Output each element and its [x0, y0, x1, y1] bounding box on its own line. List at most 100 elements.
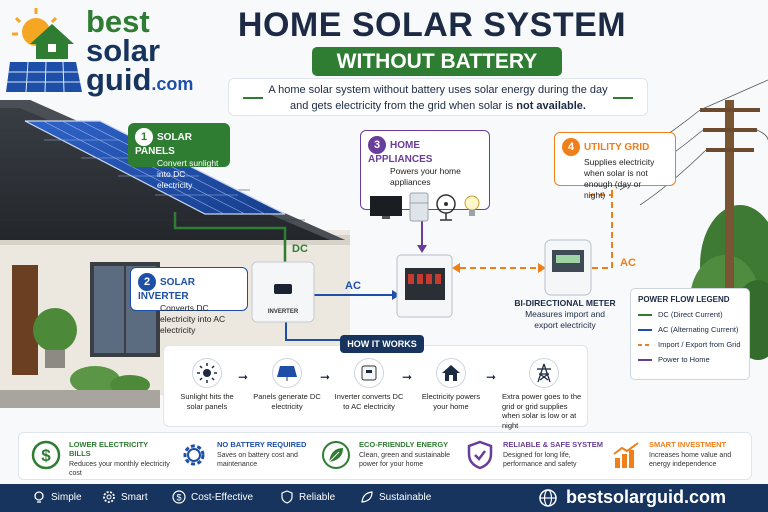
- legend-label-grid: Import / Export from Grid: [658, 340, 741, 349]
- arrow-right-icon: ➞: [320, 370, 331, 384]
- benefit-smart-investment-desc: Increases home value and energy independ…: [649, 452, 732, 468]
- logo-word-guid-text: guid: [86, 62, 152, 97]
- how-it-works-panel: Sunlight hits the solar panels ➞ Panels …: [163, 345, 588, 430]
- benefit-lower-bills-desc: Reduces your monthly electricity cost: [69, 461, 170, 477]
- inverter-icon: [354, 358, 384, 388]
- footer-bar: Simple Smart $Cost-Effective Reliable Su…: [0, 484, 768, 512]
- sun-icon: [192, 358, 222, 388]
- logo-word-guid: guid.com: [86, 64, 193, 98]
- dollar-icon: $: [172, 490, 186, 504]
- callout-number: 2: [138, 273, 156, 291]
- how-it-works-title: HOW IT WORKS: [340, 335, 424, 353]
- leaf-icon: [361, 491, 373, 503]
- fan-icon: [436, 194, 456, 221]
- callout-solar-panels-text: Convert sunlight into DC electricity: [157, 158, 219, 190]
- legend-item-home: Power to Home: [638, 355, 742, 364]
- logo[interactable]: best solar guid.com: [6, 4, 216, 96]
- step-home-text: Electricity powers your home: [421, 392, 481, 411]
- legend-swatch-ac: [638, 328, 652, 331]
- chart-icon: [613, 442, 639, 468]
- gear-icon: [103, 491, 115, 503]
- legend-item-grid: Import / Export from Grid: [638, 340, 742, 349]
- ac-label-grid: AC: [620, 257, 636, 269]
- benefit-no-battery: NO BATTERY REQUIRED Saves on battery cost…: [179, 438, 319, 478]
- benefit-no-battery-title: NO BATTERY REQUIRED: [217, 440, 307, 449]
- feature-sustainable-label: Sustainable: [379, 491, 432, 503]
- intro-line-1: A home solar system without battery uses…: [268, 84, 608, 96]
- step-panels-text: Panels generate DC electricity: [253, 392, 321, 411]
- svg-text:$: $: [41, 446, 51, 465]
- dc-label: DC: [292, 243, 308, 255]
- solar-panel-icon: [272, 358, 302, 388]
- logo-house-sun-icon: [6, 8, 82, 93]
- bulb-icon: [34, 491, 44, 503]
- intro-line-2-text: and gets electricity from the grid when …: [290, 100, 517, 112]
- tv-icon: [370, 196, 402, 219]
- benefit-no-battery-desc: Saves on battery cost and maintenance: [217, 452, 298, 468]
- intro-dash-left: [243, 97, 263, 99]
- intro-line-2: and gets electricity from the grid when …: [229, 98, 647, 114]
- step-inverter: Inverter converts DC to AC electricity: [334, 358, 404, 411]
- shield-icon: [467, 440, 493, 470]
- step-panels: Panels generate DC electricity: [252, 358, 322, 411]
- callout-solar-inverter-text: Converts DC electricity into AC electric…: [160, 303, 226, 335]
- globe-icon: [539, 488, 557, 507]
- ac-label-inverter: AC: [345, 280, 361, 292]
- page-subtitle: WITHOUT BATTERY: [312, 47, 562, 76]
- logo-word-solar: solar: [86, 33, 161, 68]
- page-title: HOME SOLAR SYSTEM: [237, 6, 627, 44]
- svg-text:$: $: [176, 493, 181, 503]
- power-flow-legend: POWER FLOW LEGEND DC (Direct Current) AC…: [630, 288, 750, 380]
- meter-title: BI-DIRECTIONAL METER: [514, 298, 616, 308]
- feature-reliable-label: Reliable: [299, 491, 336, 503]
- inverter-label: INVERTER: [267, 309, 299, 315]
- power-tower-icon: [529, 358, 559, 388]
- step-grid-text: Extra power goes to the grid or grid sup…: [502, 392, 582, 430]
- step-sunlight-text: Sunlight hits the solar panels: [180, 392, 234, 411]
- legend-label-dc: DC (Direct Current): [658, 310, 723, 319]
- callout-solar-inverter-title-text: SOLAR INVERTER: [138, 277, 195, 302]
- feature-reliable: Reliable: [280, 490, 335, 504]
- benefit-smart-investment-title: SMART INVESTMENT: [649, 440, 727, 449]
- bi-directional-meter-device: [544, 239, 592, 296]
- lightbulb-icon: [464, 195, 480, 216]
- benefit-reliable-desc: Designed for long life, performance and …: [503, 452, 577, 468]
- appliances-icons: [370, 192, 480, 222]
- intro-line-2-bold: not available.: [516, 100, 586, 112]
- shield-icon: [281, 490, 293, 504]
- logo-word-best: best: [86, 4, 150, 39]
- breaker-panel: [396, 254, 453, 318]
- feature-simple-label: Simple: [51, 491, 82, 503]
- feature-sustainable: Sustainable: [360, 490, 431, 504]
- intro-box: A home solar system without battery uses…: [228, 78, 648, 116]
- legend-label-ac: AC (Alternating Current): [658, 325, 739, 334]
- benefit-no-battery-text: NO BATTERY REQUIRED Saves on battery cost…: [217, 440, 319, 469]
- solar-panel-array: [24, 120, 286, 215]
- meter-caption: BI-DIRECTIONAL METER Measures import and…: [500, 298, 630, 331]
- website-link[interactable]: bestsolarguid.com: [538, 487, 726, 508]
- benefit-eco-friendly-desc: Clean, green and sustainable power for y…: [359, 452, 451, 468]
- benefit-smart-investment-text: SMART INVESTMENT Increases home value and…: [649, 440, 751, 469]
- legend-swatch-grid: [638, 343, 652, 346]
- arrow-right-icon: ➞: [486, 370, 497, 384]
- callout-number: 1: [135, 128, 153, 146]
- step-inverter-text: Inverter converts DC to AC electricity: [334, 392, 404, 411]
- leaf-icon: [322, 441, 350, 469]
- legend-title: POWER FLOW LEGEND: [638, 295, 730, 304]
- feature-simple: Simple: [32, 490, 82, 504]
- step-grid: Extra power goes to the grid or grid sup…: [502, 358, 586, 430]
- arrow-right-icon: ➞: [402, 370, 413, 384]
- feature-cost-effective-label: Cost-Effective: [191, 491, 254, 503]
- benefit-reliable-title: RELIABLE & SAFE SYSTEM: [503, 440, 604, 449]
- benefit-smart-investment: SMART INVESTMENT Increases home value and…: [611, 438, 751, 478]
